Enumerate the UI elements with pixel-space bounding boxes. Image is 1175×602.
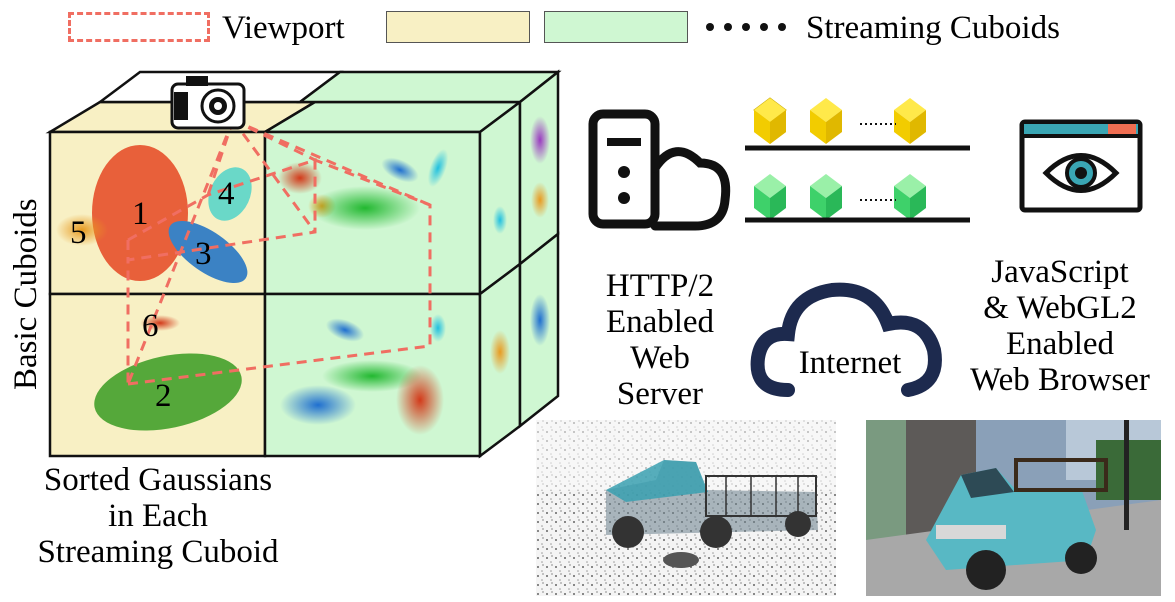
streaming-cuboid-rows <box>745 97 970 223</box>
cuboid-diagram <box>45 69 562 459</box>
server-line-3: Web <box>630 340 690 376</box>
viewport-frustum <box>126 118 432 386</box>
point-cloud-image <box>536 420 836 596</box>
server-line-1: HTTP/2 <box>605 268 715 304</box>
caption-line-2: in Each <box>108 498 208 534</box>
gaussian-4 <box>208 167 252 221</box>
legend-dots <box>706 23 786 31</box>
gaussian-label-5: 5 <box>70 215 87 251</box>
truck-photo-render <box>866 420 1161 596</box>
gaussian-label-4: 4 <box>218 176 235 212</box>
basic-cuboids-label: Basic Cuboids <box>8 198 44 390</box>
server-line-2: Enabled <box>605 304 715 340</box>
truck-pointcloud-render <box>536 420 836 596</box>
gaussian-1 <box>92 145 188 281</box>
truck-photo <box>866 420 1161 596</box>
gaussian-label-1: 1 <box>132 196 149 232</box>
gaussian-3 <box>168 220 248 284</box>
browser-line-4: Web Browser <box>970 362 1150 398</box>
browser-line-2: & WebGL2 <box>983 290 1137 326</box>
legend-yellow-swatch <box>386 11 530 43</box>
legend-viewport-label: Viewport <box>222 10 345 46</box>
caption-line-3: Streaming Cuboid <box>37 534 279 570</box>
browser-line-3: Enabled <box>1005 326 1115 362</box>
legend-viewport-swatch <box>68 12 210 42</box>
server-line-4: Server <box>616 376 704 412</box>
browser-eye-icon <box>1019 119 1143 213</box>
caption-line-1: Sorted Gaussians <box>43 462 273 498</box>
gaussian-label-6: 6 <box>142 308 159 344</box>
gaussian-5 <box>56 214 108 246</box>
legend-streaming-label: Streaming Cuboids <box>806 10 1060 46</box>
cube-icon <box>754 98 786 144</box>
camera-icon <box>170 76 246 130</box>
legend-green-swatch <box>544 11 688 43</box>
gaussian-label-3: 3 <box>195 236 212 272</box>
server-icon <box>588 109 731 231</box>
internet-label: Internet <box>798 345 902 381</box>
gaussian-label-2: 2 <box>155 378 172 414</box>
cloud-icon <box>750 282 942 397</box>
browser-line-1: JavaScript <box>991 254 1129 290</box>
